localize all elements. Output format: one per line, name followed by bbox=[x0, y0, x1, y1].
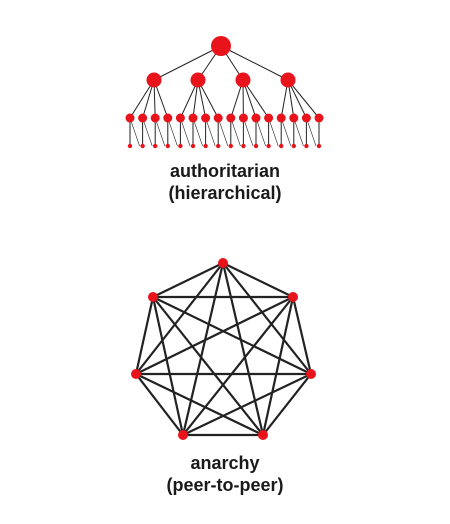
tree-edge-cross-2 bbox=[142, 117, 153, 147]
tree-node-mid-5 bbox=[175, 113, 185, 123]
hierarchy-caption-line1: authoritarian bbox=[169, 161, 280, 181]
tree-node-mid-15 bbox=[301, 113, 311, 123]
mesh-caption: anarchy (peer-to-peer) bbox=[0, 452, 450, 496]
tree-node-leaf-9 bbox=[228, 143, 233, 149]
tree-node-leaf-8 bbox=[216, 143, 221, 149]
tree-node-leaf-6 bbox=[190, 143, 196, 149]
tree-node-mid-11 bbox=[251, 113, 261, 123]
mesh-node-6 bbox=[131, 369, 141, 379]
tree-node-mid-13 bbox=[276, 113, 286, 123]
tree-node-mid-6 bbox=[188, 113, 198, 123]
tree-edge-cross-11 bbox=[255, 117, 266, 147]
mesh-edge-2-3 bbox=[291, 296, 313, 375]
tree-node-manager-2 bbox=[190, 72, 206, 88]
tree-node-leaf-1 bbox=[127, 143, 133, 149]
tree-node-mid-8 bbox=[213, 113, 223, 123]
tree-edge-manager-mid-12 bbox=[242, 79, 270, 119]
tree-node-mid-14 bbox=[289, 113, 299, 123]
tree-node-leaf-14 bbox=[291, 143, 296, 149]
mesh-caption-line1: anarchy bbox=[190, 453, 260, 473]
mesh-nodes bbox=[131, 258, 316, 440]
mesh-edge-6-7 bbox=[134, 296, 155, 375]
mesh-edge-1-6 bbox=[135, 262, 224, 375]
tree-node-mid-2 bbox=[138, 113, 148, 123]
tree-node-mid-12 bbox=[264, 113, 274, 123]
tree-node-manager-4 bbox=[280, 72, 296, 88]
tree-node-mid-7 bbox=[201, 113, 211, 123]
tree-edge-cross-1 bbox=[129, 117, 140, 147]
tree-edge-cross-14 bbox=[293, 117, 304, 147]
mesh-edge-1-3 bbox=[222, 262, 312, 375]
tree-node-leaf-16 bbox=[316, 143, 322, 149]
mesh-edge-1-4 bbox=[221, 262, 265, 436]
mesh-edge-2-5 bbox=[182, 296, 294, 436]
tree-edge-root-manager-4 bbox=[220, 45, 289, 81]
tree-node-leaf-7 bbox=[203, 143, 208, 149]
tree-edge-cross-10 bbox=[243, 117, 254, 147]
mesh-node-2 bbox=[288, 292, 298, 302]
tree-node-leaf-4 bbox=[165, 143, 170, 149]
hierarchy-caption-line2: (hierarchical) bbox=[168, 183, 282, 203]
mesh-edge-1-2 bbox=[222, 262, 294, 298]
hierarchy-nodes bbox=[125, 36, 324, 149]
tree-node-leaf-10 bbox=[241, 143, 246, 149]
tree-node-manager-1 bbox=[146, 72, 162, 88]
mesh-edge-5-7 bbox=[151, 296, 185, 436]
tree-node-mid-4 bbox=[163, 113, 173, 123]
mesh-edge-1-5 bbox=[181, 262, 225, 436]
tree-node-leaf-5 bbox=[178, 143, 183, 149]
mesh-node-3 bbox=[306, 369, 316, 379]
tree-node-leaf-11 bbox=[253, 143, 259, 149]
mesh-edge-5-6 bbox=[135, 373, 184, 436]
hierarchy-edges bbox=[129, 45, 320, 147]
tree-node-root bbox=[211, 36, 231, 56]
mesh-edge-3-5 bbox=[182, 373, 312, 436]
tree-node-mid-16 bbox=[314, 113, 324, 123]
tree-node-leaf-3 bbox=[153, 143, 158, 149]
mesh-edge-1-7 bbox=[152, 262, 224, 298]
tree-edge-cross-3 bbox=[154, 117, 166, 147]
tree-edge-cross-12 bbox=[268, 117, 279, 147]
mesh-edge-3-4 bbox=[262, 373, 312, 436]
tree-node-leaf-2 bbox=[140, 143, 145, 149]
tree-edge-manager-mid-16 bbox=[287, 79, 320, 119]
mesh-edge-2-4 bbox=[261, 296, 295, 436]
mesh-caption-line2: (peer-to-peer) bbox=[166, 475, 284, 495]
mesh-node-1 bbox=[218, 258, 228, 268]
tree-node-mid-9 bbox=[226, 113, 236, 123]
mesh-node-7 bbox=[148, 292, 158, 302]
tree-edge-cross-6 bbox=[192, 117, 203, 147]
tree-edge-root-manager-1 bbox=[153, 45, 222, 81]
tree-edge-cross-9 bbox=[230, 117, 241, 147]
tree-node-mid-3 bbox=[150, 113, 160, 123]
tree-node-leaf-15 bbox=[304, 143, 309, 149]
tree-node-leaf-12 bbox=[266, 143, 271, 149]
mesh-edges bbox=[134, 262, 313, 437]
tree-edge-cross-15 bbox=[306, 117, 317, 147]
tree-edge-cross-5 bbox=[180, 117, 191, 147]
tree-edge-cross-8 bbox=[217, 117, 229, 147]
mesh-node-5 bbox=[178, 430, 188, 440]
mesh-edge-3-7 bbox=[152, 296, 312, 375]
tree-edge-cross-4 bbox=[167, 117, 178, 147]
tree-edge-cross-7 bbox=[205, 117, 216, 147]
tree-node-mid-1 bbox=[125, 113, 135, 123]
tree-edge-cross-13 bbox=[280, 117, 292, 147]
mesh-node-4 bbox=[258, 430, 268, 440]
hierarchy-caption: authoritarian (hierarchical) bbox=[0, 160, 450, 204]
tree-node-leaf-13 bbox=[279, 143, 284, 149]
tree-node-mid-10 bbox=[238, 113, 248, 123]
mesh-edge-4-7 bbox=[152, 296, 264, 436]
mesh-edge-2-6 bbox=[135, 296, 294, 375]
tree-node-manager-3 bbox=[235, 72, 251, 88]
mesh-edge-4-6 bbox=[135, 373, 264, 436]
